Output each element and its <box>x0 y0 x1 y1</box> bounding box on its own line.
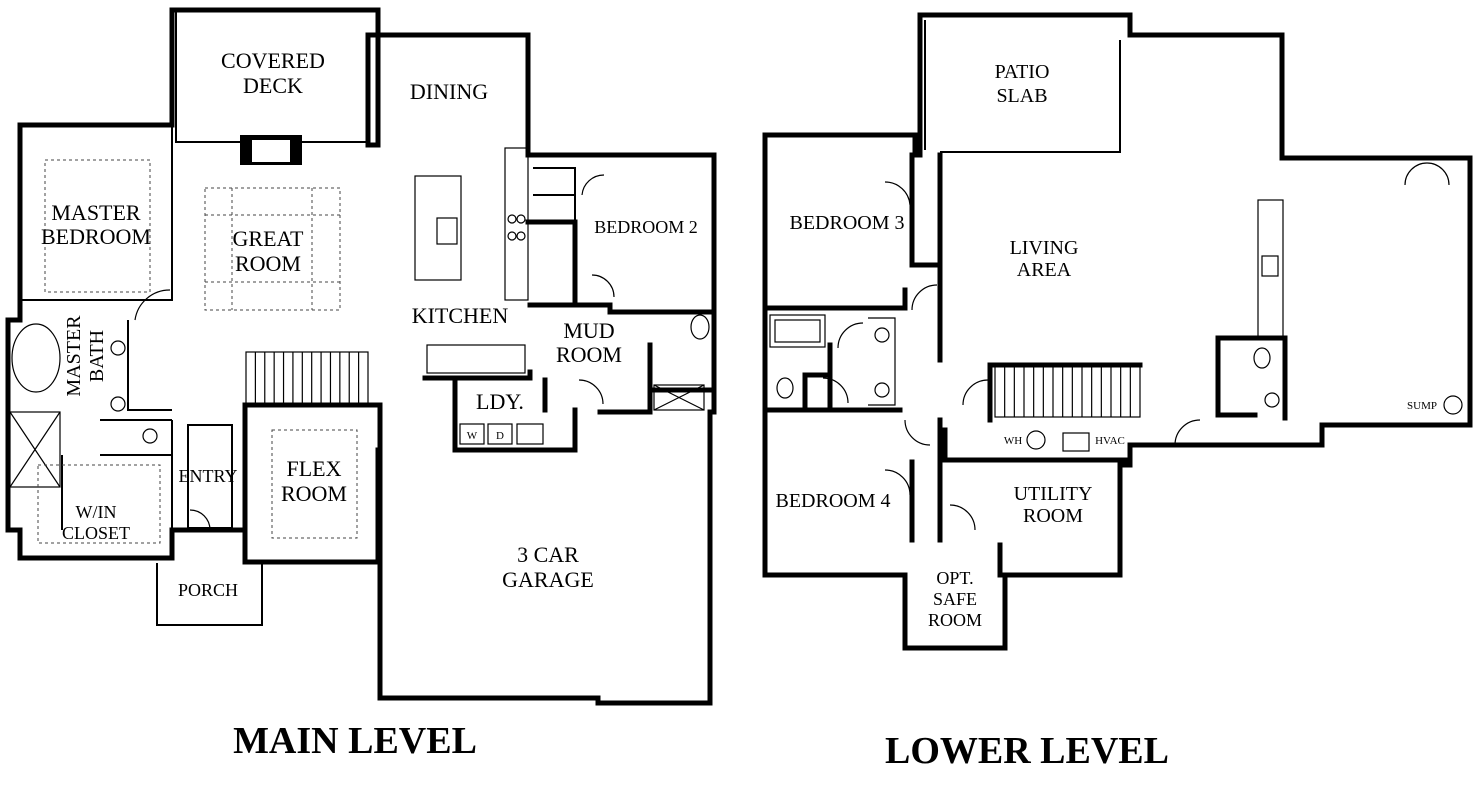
flex-room-label: FLEX <box>287 456 342 481</box>
laundry-label: LDY. <box>476 389 524 414</box>
sump-pit <box>1443 395 1463 415</box>
safe-room-label: SAFE <box>933 589 977 609</box>
closet-shelving <box>37 464 161 544</box>
closet-label: CLOSET <box>62 523 130 543</box>
master-bed-outline <box>44 159 151 293</box>
master-shower <box>9 411 61 488</box>
mud-room-label: MUD <box>563 318 614 343</box>
mudroom-shower <box>653 384 705 411</box>
patio-slab-label: PATIO <box>995 61 1050 83</box>
bedroom-4-walls <box>762 407 943 578</box>
mudroom-walls <box>525 219 717 415</box>
bedroom-3-label: BEDROOM 3 <box>789 212 904 234</box>
bedroom-3-walls <box>762 152 943 363</box>
great-room-label: GREAT <box>233 226 304 251</box>
laundry-walls <box>452 377 578 453</box>
living-area-label: LIVING <box>1010 237 1079 259</box>
dryer-label: D <box>496 430 504 442</box>
flex-room-walls <box>242 402 383 533</box>
safe-room-label: OPT. <box>936 568 973 588</box>
utility-room-label: ROOM <box>1023 505 1083 527</box>
master-tub <box>11 323 61 393</box>
master-bedroom-label: MASTER <box>51 200 141 225</box>
master-bedroom-label: BEDROOM <box>41 224 151 249</box>
washer-label: W <box>467 430 478 442</box>
main-level-title: MAIN LEVEL <box>233 720 477 762</box>
lower-tub <box>769 314 826 348</box>
master-bedroom-walls <box>19 125 173 320</box>
garage-label: GARAGE <box>502 567 594 592</box>
patio-slab-label: SLAB <box>996 85 1047 107</box>
master-bath-label: BATH <box>86 330 108 382</box>
entry-label: ENTRY <box>178 466 237 486</box>
covered-deck-label: DECK <box>243 73 303 98</box>
kitchen-island <box>414 175 462 281</box>
porch-outline <box>156 563 263 626</box>
water-heater-label: WH <box>1004 435 1022 447</box>
patio-outline <box>924 20 1121 153</box>
sump-label: SUMP <box>1407 400 1437 412</box>
lower-level-plan <box>762 12 1473 651</box>
kitchen-counter <box>504 147 529 301</box>
mud-room-label: ROOM <box>556 342 622 367</box>
master-bath-label: MASTER <box>63 315 85 397</box>
living-area-label: AREA <box>1017 259 1072 281</box>
lower-level-title: LOWER LEVEL <box>885 730 1169 772</box>
closet-label: W/IN <box>76 502 117 522</box>
main-level-plan <box>5 7 717 706</box>
covered-deck-outline <box>175 12 368 143</box>
great-room-label: ROOM <box>235 251 301 276</box>
dining-label: DINING <box>410 79 488 104</box>
porch-label: PORCH <box>178 580 238 600</box>
utility-walls <box>937 427 1133 578</box>
hvac-unit <box>1062 432 1090 452</box>
safe-room-label: ROOM <box>928 610 982 630</box>
kitchen-label: KITCHEN <box>412 303 509 328</box>
great-room-rug <box>204 187 341 311</box>
washer <box>459 423 485 445</box>
water-heater <box>1026 430 1046 450</box>
lower-exterior-wall <box>762 12 1473 651</box>
hvac-label: HVAC <box>1095 435 1125 447</box>
bedroom-2-label: BEDROOM 2 <box>594 217 698 237</box>
bedroom-4-label: BEDROOM 4 <box>775 490 890 512</box>
covered-deck-label: COVERED <box>221 48 325 73</box>
dryer <box>487 423 513 445</box>
lower-stairs <box>994 364 1141 418</box>
utility-room-label: UTILITY <box>1014 483 1093 505</box>
main-exterior-wall <box>5 7 717 706</box>
flex-room-label: ROOM <box>281 481 347 506</box>
garage-label: 3 CAR <box>517 542 579 567</box>
